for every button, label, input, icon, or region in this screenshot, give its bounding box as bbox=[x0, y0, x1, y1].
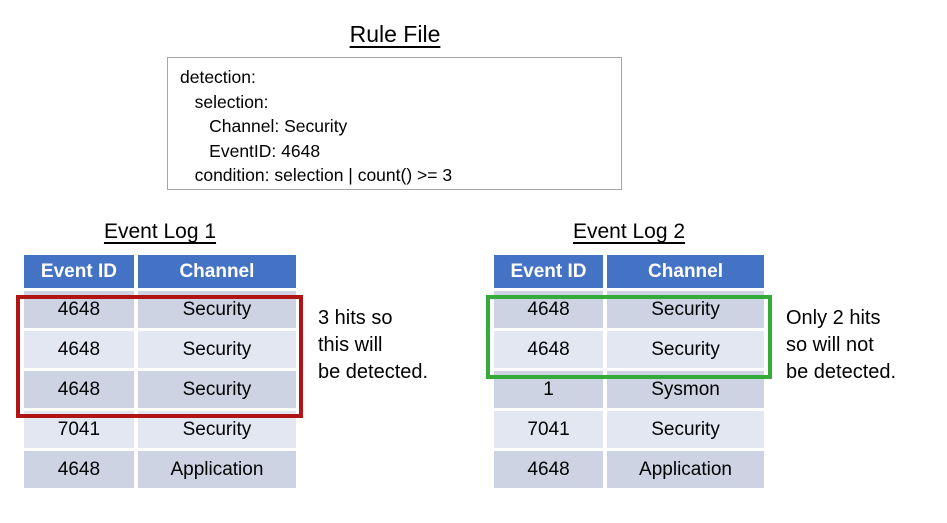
event-log-1-table: Event ID Channel 4648 Security 4648 Secu… bbox=[20, 252, 300, 491]
table-row[interactable]: 4648 Security bbox=[494, 291, 764, 328]
table-row[interactable]: 4648 Security bbox=[24, 331, 296, 368]
cell-event-id: 4648 bbox=[494, 451, 604, 488]
table-header-row: Event ID Channel bbox=[24, 255, 296, 288]
cell-channel: Security bbox=[607, 291, 764, 328]
event-log-1-block: Event Log 1 Event ID Channel 4648 Securi… bbox=[20, 219, 300, 491]
column-header-channel: Channel bbox=[137, 255, 296, 288]
cell-event-id: 4648 bbox=[494, 331, 604, 368]
cell-event-id: 4648 bbox=[494, 291, 604, 328]
table-row[interactable]: 4648 Security bbox=[24, 371, 296, 408]
event-log-2-title: Event Log 2 bbox=[490, 219, 768, 245]
cell-channel: Security bbox=[137, 411, 296, 448]
table-row[interactable]: 1 Sysmon bbox=[494, 371, 764, 408]
rule-file-title-text: Rule File bbox=[349, 21, 441, 47]
cell-event-id: 7041 bbox=[24, 411, 134, 448]
annotation-event-log-2: Only 2 hits so will not be detected. bbox=[786, 307, 897, 383]
event-log-2-block: Event Log 2 Event ID Channel 4648 Securi… bbox=[490, 219, 768, 491]
cell-channel: Application bbox=[607, 451, 764, 488]
column-header-event-id: Event ID bbox=[24, 255, 134, 288]
cell-event-id: 4648 bbox=[24, 331, 134, 368]
cell-channel: Security bbox=[137, 371, 296, 408]
cell-channel: Security bbox=[137, 291, 296, 328]
table-row[interactable]: 4648 Security bbox=[24, 291, 296, 328]
event-log-2-title-text: Event Log 2 bbox=[572, 220, 686, 243]
event-log-2-table: Event ID Channel 4648 Security 4648 Secu… bbox=[490, 252, 768, 491]
cell-channel: Security bbox=[607, 331, 764, 368]
cell-event-id: 1 bbox=[494, 371, 604, 408]
annotation-event-log-1: 3 hits so this will be detected. bbox=[318, 307, 429, 383]
column-header-channel: Channel bbox=[607, 255, 764, 288]
rule-file-title: Rule File bbox=[0, 20, 790, 48]
column-header-event-id: Event ID bbox=[494, 255, 604, 288]
event-log-1-title-text: Event Log 1 bbox=[103, 220, 217, 243]
cell-event-id: 4648 bbox=[24, 451, 134, 488]
cell-channel: Application bbox=[137, 451, 296, 488]
table-row[interactable]: 4648 Application bbox=[24, 451, 296, 488]
table-row[interactable]: 4648 Security bbox=[494, 331, 764, 368]
cell-channel: Security bbox=[137, 331, 296, 368]
cell-event-id: 4648 bbox=[24, 291, 134, 328]
table-header-row: Event ID Channel bbox=[494, 255, 764, 288]
table-row[interactable]: 7041 Security bbox=[494, 411, 764, 448]
table-row[interactable]: 7041 Security bbox=[24, 411, 296, 448]
cell-channel: Security bbox=[607, 411, 764, 448]
rule-file-box: detection: selection: Channel: Security … bbox=[167, 57, 622, 190]
rule-file-code: detection: selection: Channel: Security … bbox=[180, 67, 453, 185]
cell-event-id: 7041 bbox=[494, 411, 604, 448]
cell-event-id: 4648 bbox=[24, 371, 134, 408]
event-log-1-title: Event Log 1 bbox=[20, 219, 300, 245]
cell-channel: Sysmon bbox=[607, 371, 764, 408]
table-row[interactable]: 4648 Application bbox=[494, 451, 764, 488]
